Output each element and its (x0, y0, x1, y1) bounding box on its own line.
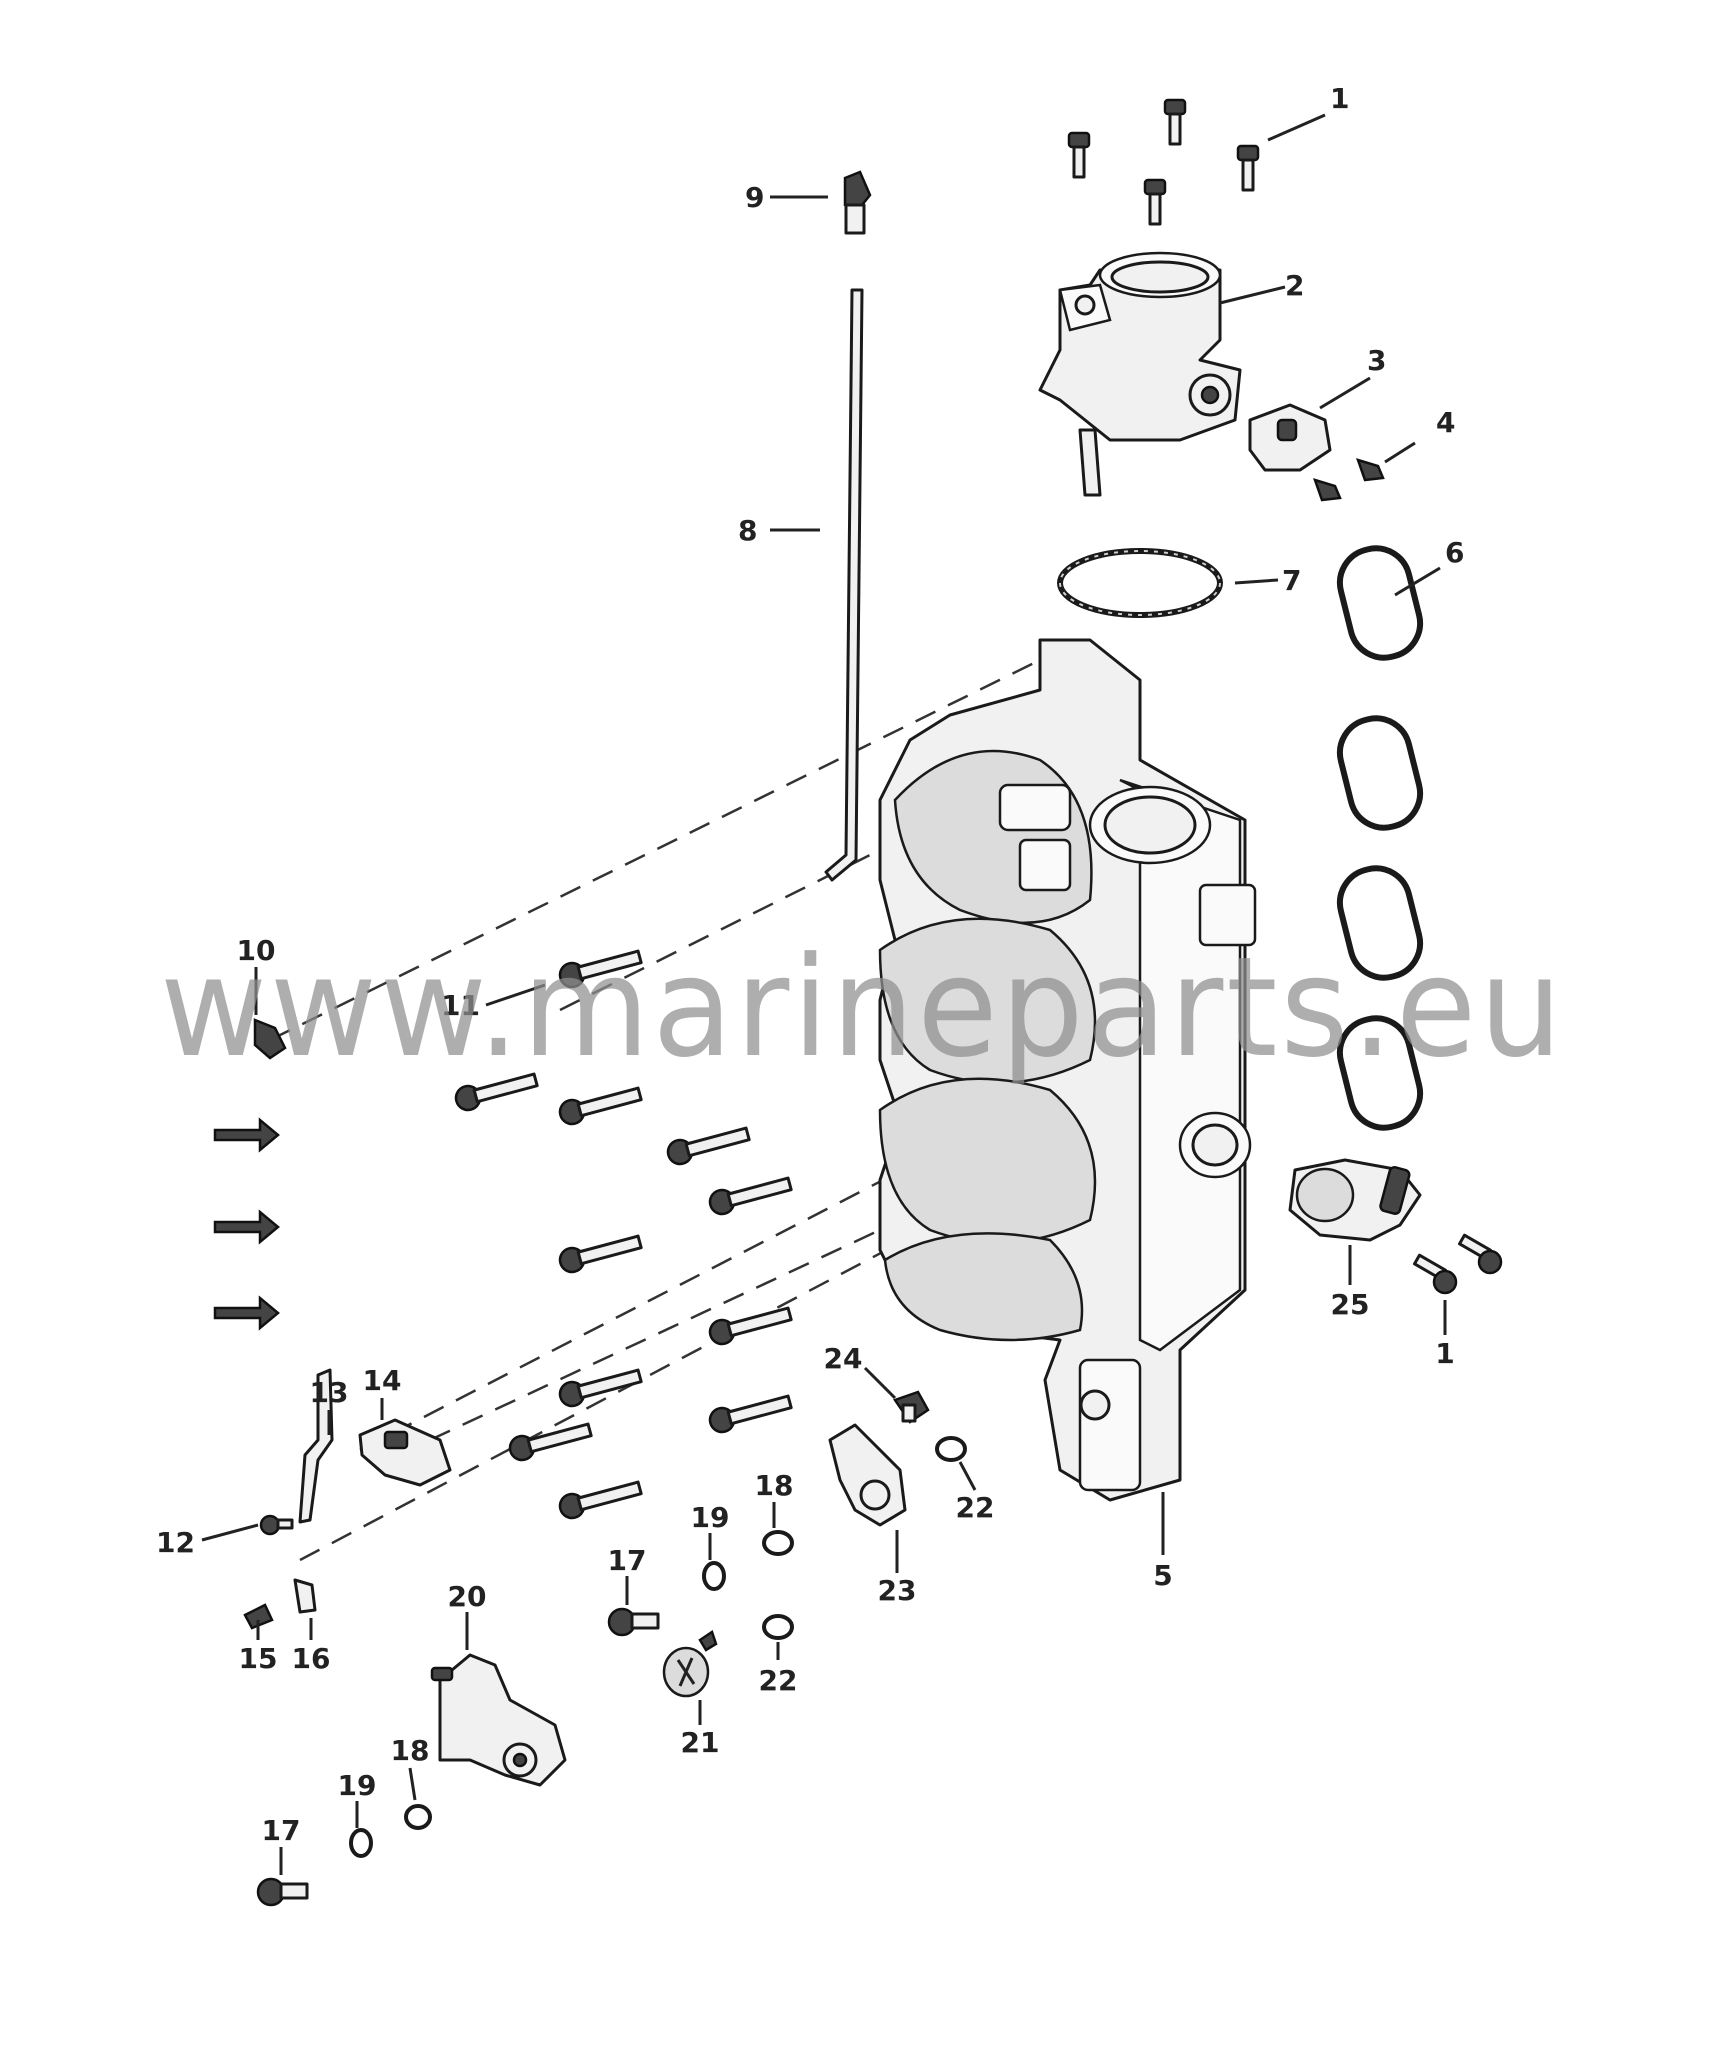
bracket-20 (430, 1653, 567, 1787)
clip-10 (253, 1018, 287, 1060)
washers-22 (762, 1436, 967, 1640)
cap-9 (843, 170, 872, 235)
sensor-24 (893, 1390, 930, 1424)
callout-17a: 17 (608, 1544, 647, 1577)
callout-2: 2 (1285, 269, 1304, 302)
orings-19 (349, 1561, 726, 1858)
callout-labels: 1 2 3 4 5 6 7 8 9 10 11 12 13 14 15 16 1… (156, 82, 1464, 1847)
callout-18a: 18 (755, 1469, 794, 1502)
callout-12: 12 (156, 1526, 195, 1559)
callout-24: 24 (824, 1342, 863, 1375)
callout-9: 9 (745, 181, 764, 214)
bracket-13 (298, 1368, 334, 1524)
leader-lines (201, 113, 1447, 1875)
callout-15: 15 (239, 1642, 278, 1675)
manifold-gaskets (1336, 545, 1424, 1131)
screw-12 (259, 1514, 294, 1536)
callout-25: 25 (1331, 1288, 1370, 1321)
callout-1-top: 1 (1330, 82, 1349, 115)
fastener-arrows (213, 1117, 280, 1331)
callout-19a: 19 (691, 1501, 730, 1534)
callout-21: 21 (681, 1726, 720, 1759)
callout-3: 3 (1367, 344, 1386, 377)
callout-22a: 22 (956, 1491, 995, 1524)
callout-14: 14 (363, 1364, 402, 1397)
manifold-bolts-11 (454, 949, 793, 1520)
callout-8: 8 (738, 514, 757, 547)
screws-4 (1313, 458, 1385, 502)
map-sensor-14 (358, 1418, 452, 1487)
watermark-text: www.marineparts.eu (160, 927, 1565, 1088)
callout-23: 23 (878, 1574, 917, 1607)
throttle-body-gasket (1057, 548, 1223, 618)
callout-5: 5 (1153, 1559, 1172, 1592)
screw-15 (243, 1603, 274, 1630)
sensor-21 (662, 1630, 718, 1698)
sensor-16 (293, 1578, 317, 1614)
washers-18 (404, 1530, 794, 1830)
callout-19b: 19 (338, 1769, 377, 1802)
idle-air-valve (1288, 1158, 1422, 1242)
callout-22b: 22 (759, 1664, 798, 1697)
callout-6: 6 (1445, 536, 1464, 569)
throttle-position-sensor (1248, 403, 1332, 472)
bracket-23 (828, 1423, 907, 1527)
callout-16: 16 (292, 1642, 331, 1675)
callout-10: 10 (237, 934, 276, 967)
intake-manifold (878, 638, 1257, 1502)
callout-4: 4 (1436, 406, 1455, 439)
callout-20: 20 (448, 1580, 487, 1613)
callout-7: 7 (1282, 564, 1301, 597)
callout-11: 11 (441, 989, 480, 1022)
callout-18b: 18 (391, 1734, 430, 1767)
callout-17b: 17 (262, 1814, 301, 1847)
throttle-body (1038, 251, 1242, 497)
bolts-1-top (1067, 98, 1260, 226)
bolts-1-lower (1413, 1233, 1503, 1295)
bolts-17 (256, 1607, 660, 1907)
callout-1-lower: 1 (1435, 1337, 1454, 1370)
rod-8 (824, 288, 864, 882)
callout-13: 13 (310, 1376, 349, 1409)
